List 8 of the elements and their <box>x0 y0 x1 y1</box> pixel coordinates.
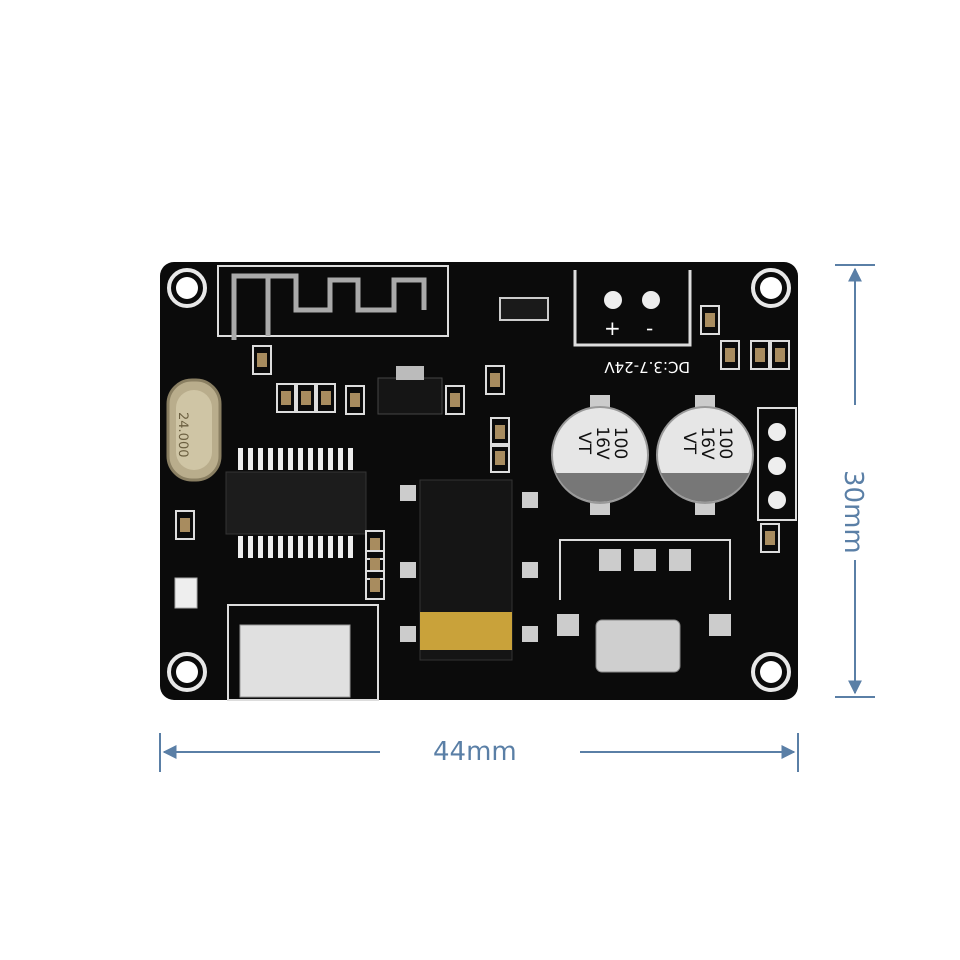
silkscreen-text: DC:3.7-24V <box>604 359 690 374</box>
dimension-label: 30mm <box>840 470 866 554</box>
crystal-marking: 24.000 <box>176 412 189 458</box>
capacitor-marking: 100 16V VT <box>679 425 733 462</box>
capacitor-marking: 100 16V VT <box>574 425 628 462</box>
polarity-mark: - <box>646 318 654 338</box>
dimension-label: 44mm <box>433 739 517 765</box>
polarity-mark: + <box>604 318 621 338</box>
